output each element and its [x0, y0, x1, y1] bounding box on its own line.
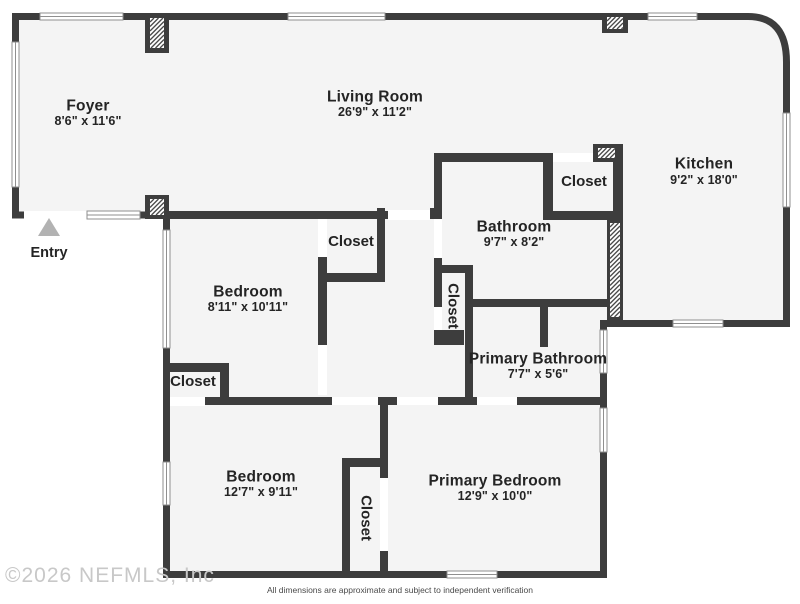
entry-label: Entry — [30, 245, 68, 262]
room-label-foyer: Foyer — [66, 97, 110, 115]
room-dims-kitchen: 9'2" x 18'0" — [670, 173, 738, 188]
room-label-primary-bedroom: Primary Bedroom — [428, 472, 562, 490]
room-dims-living-room: 26'9" x 11'2" — [337, 105, 413, 120]
room-dims-bedroom: 8'11" x 10'11" — [207, 300, 289, 315]
room-dims-foyer: 8'6" x 11'6" — [54, 114, 122, 129]
closet-label-bedroom: Closet — [328, 232, 374, 250]
hatched-wall — [607, 220, 623, 320]
room-label-primary-bathroom: Primary Bathroom — [468, 350, 608, 368]
chimney-bottom — [145, 195, 169, 219]
closet-label-kitchen: Closet — [561, 172, 607, 190]
room-label-bedroom: Bedroom — [213, 283, 283, 301]
walls — [163, 145, 623, 578]
room-dims-primary-bedroom: 12'9" x 10'0" — [457, 489, 533, 504]
windows — [11, 12, 791, 579]
room-dims-primary-bathroom: 7'7" x 5'6" — [507, 367, 569, 382]
closet-label-bedroom2: Closet — [170, 372, 216, 390]
room-label-kitchen: Kitchen — [674, 155, 734, 173]
room-dims-bedroom-2: 12'7" x 9'11" — [223, 485, 299, 500]
chimney-top — [145, 13, 169, 53]
kitchen-post — [602, 13, 628, 33]
room-label-living-room: Living Room — [326, 88, 424, 106]
closet-label-hall: Closet — [444, 283, 462, 329]
room-label-bathroom: Bathroom — [476, 218, 552, 236]
entry-arrow-icon — [38, 218, 60, 236]
door-openings — [24, 153, 593, 551]
room-label-bedroom-2: Bedroom — [226, 468, 296, 486]
bathroom-corner-post — [593, 144, 623, 162]
disclaimer-text: All dimensions are approximate and subje… — [266, 585, 534, 595]
watermark: ©2026 NEFMLS, Inc — [5, 564, 215, 587]
room-dims-bathroom: 9'7" x 8'2" — [483, 235, 545, 250]
closet-label-primary: Closet — [357, 495, 375, 541]
